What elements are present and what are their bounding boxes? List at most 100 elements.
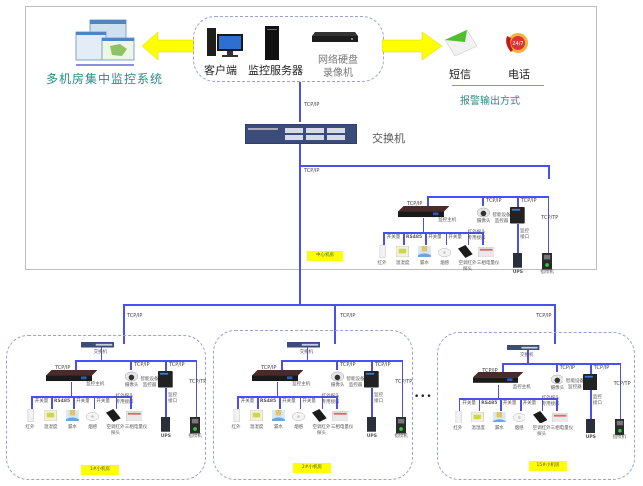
fingerprint-label: 指纹机 [394,434,408,439]
smart-monitor-label-line2: 监控器 [142,382,157,388]
smart-monitor-label-line1: 智能设备 [565,379,584,385]
switch-qty-label: 开关量 [462,400,476,406]
link-line [517,196,519,208]
room-switch-icon [507,345,540,351]
temp-humidity-sensor-icon [249,410,263,422]
client-label: 客户端 [204,64,237,77]
ac-infrared-label: 空调红外 探头 [312,425,330,437]
monitoring-software-icon [72,18,142,68]
room-2-equipment: 交换机 TCP/IP TCP/IP TCP/IP TCP/TP 监控主机 摄像头… [226,342,412,443]
link-line [165,360,167,372]
smart-monitor-icon [364,371,379,388]
room-switch-icon [286,342,320,348]
room-box-2 [213,330,413,480]
link-line [306,342,309,361]
link-line [383,232,385,246]
fingerprint-reader-icon [614,418,625,435]
main-switch-icon [245,124,357,144]
room-switch-label: 交换机 [93,350,108,356]
temp-humidity-label: 温湿度 [249,424,264,430]
link-line [336,396,338,410]
ac-infrared-probe-icon [532,410,547,424]
client-pc-icon [205,26,245,58]
smoke-label: 烟感 [294,424,304,430]
alarm-output-title: 报警输出方式 [460,96,520,107]
monitor-port-label-line1: 监控 [520,228,530,234]
link-line [502,363,621,365]
link-line [281,360,403,362]
distribution-bus [123,304,555,306]
room-label-2: 2#小机房 [293,463,331,473]
server-icon [263,25,281,61]
infrared-sensor-icon [379,245,387,259]
tcpip-label: TCP/IP [486,198,502,205]
more-rooms-ellipsis: • • • [414,392,432,402]
switch-qty-label: 开关量 [240,399,255,405]
center-room-label: 中心机房 [307,251,343,261]
infrared-label: 红外 [377,260,387,266]
ir-port-label-line2: 专用接口 [541,402,560,408]
nvr-label: 网络硬盘 录像机 [318,54,358,80]
room-switch-label: 交换机 [299,350,314,356]
link-line [445,232,448,246]
rs485-label: RS485 [481,400,498,406]
server-label: 监控服务器 [248,64,303,77]
fingerprint-label: 指纹机 [188,434,202,439]
smart-monitor-label-line1: 智能设备 [140,376,159,382]
link-line [590,363,592,374]
switch-qty-label: 开关量 [448,235,462,241]
ac-infrared-label-line2: 探头 [316,430,326,436]
link-line [401,360,404,418]
tcptp-label: TCP/TP [613,381,631,387]
tcpip-label: TCP/IP [406,201,423,207]
ups-label: UPS [585,435,596,440]
link-line [237,396,239,410]
room-box-15 [437,332,635,480]
sensor-bus [31,396,131,398]
sensor-bus [383,232,483,234]
switch-qty-label: 开关量 [522,400,537,406]
room-1-equipment: 交换机 TCP/IP TCP/IP TCP/IP TCP/TP 监控主机 摄像头… [20,342,206,443]
monitor-port-label-line2: 接口 [520,234,530,240]
water-leak-sensor-icon [418,246,431,258]
link-line [130,396,132,410]
monitor-port-label: 监控 接口 [593,395,602,407]
monitoring-host-label: 监控主机 [438,218,457,224]
link-line [527,345,529,363]
ac-infrared-label-line1: 空调红外 [312,424,331,430]
monitor-port-label-line1: 监控 [168,392,178,398]
smart-monitor-label-line1: 智能设备 [492,212,511,218]
water-leak-label: 漏水 [419,260,429,266]
system-title: 多机房集中监控系统 [46,72,164,86]
infrared-label: 红外 [231,424,241,430]
right-arrow-icon [382,32,442,60]
ac-infrared-label-line1: 空调红外 [532,426,551,431]
rs485-label: RS485 [260,399,277,405]
link-line [497,384,499,399]
fingerprint-reader-icon [542,253,553,270]
ac-infrared-probe-icon [312,409,328,423]
power-meter-label: 三相电量仪 [124,424,148,430]
room-label-1: 1#小机房 [81,465,119,475]
ac-infrared-label: 空调红外 探头 [533,426,551,438]
switch-qty-label: 开关量 [96,399,110,405]
smart-monitor-label: 智能设备 监控器 [566,379,584,391]
monitor-port-label-line2: 接口 [374,398,384,404]
ac-infrared-label-line1: 空调红外 [458,260,477,266]
link-line [93,396,96,410]
ac-infrared-label-line1: 空调红外 [106,424,125,430]
tcpip-label: TCP/IP [482,367,498,374]
link-line [517,224,519,254]
link-line [590,390,592,419]
nvr-icon [312,30,358,44]
link-line [619,363,622,419]
sms-label: 短信 [449,68,471,81]
camera-label: 摄像头 [124,383,139,389]
link-line [547,196,550,254]
protocol-label: TCP/IP [127,313,143,319]
monitoring-host-icon [45,369,98,383]
ups-icon [160,417,170,433]
link-line [556,398,558,411]
power-meter-label: 三相电量仪 [330,424,354,430]
monitoring-host-label: 监控主机 [86,382,105,388]
